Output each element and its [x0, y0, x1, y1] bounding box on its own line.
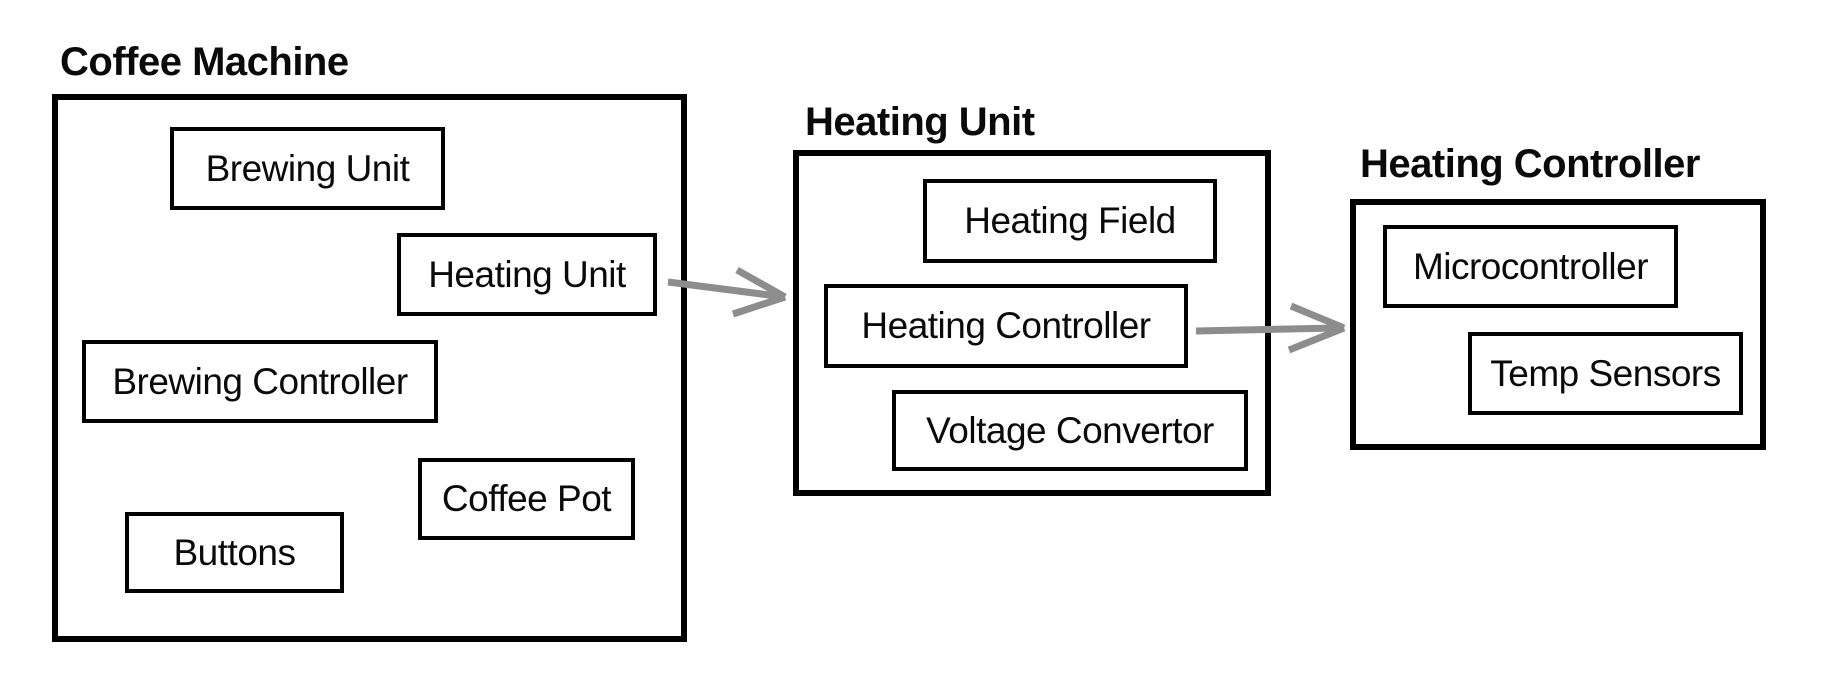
box-heating-unit: Heating Unit [397, 233, 657, 316]
box-buttons-label: Buttons [173, 531, 296, 573]
box-microcontroller: Microcontroller [1383, 225, 1678, 308]
box-microcontroller-label: Microcontroller [1412, 245, 1649, 287]
box-brewing-controller-label: Brewing Controller [112, 360, 408, 402]
coffee-machine-container [52, 94, 687, 642]
arrow-heating-unit-head [731, 266, 787, 318]
arrow-heating-controller-head [1287, 302, 1346, 354]
box-heating-field-label: Heating Field [964, 200, 1176, 241]
box-brewing-controller: Brewing Controller [82, 340, 438, 423]
box-heating-field: Heating Field [923, 179, 1217, 263]
box-buttons: Buttons [125, 512, 344, 593]
box-brewing-unit-label: Brewing Unit [205, 147, 410, 189]
box-temp-sensors: Temp Sensors [1468, 332, 1743, 415]
heating-controller-title: Heating Controller [1360, 142, 1700, 186]
heating-controller-container [1350, 199, 1766, 450]
box-brewing-unit: Brewing Unit [170, 127, 445, 210]
box-voltage-convertor-label: Voltage Convertor [926, 409, 1214, 451]
heating-unit-title: Heating Unit [805, 100, 1035, 144]
box-temp-sensors-label: Temp Sensors [1490, 352, 1721, 394]
box-coffee-pot: Coffee Pot [418, 458, 635, 540]
box-heating-unit-label: Heating Unit [428, 253, 626, 295]
box-voltage-convertor: Voltage Convertor [892, 390, 1248, 471]
coffee-machine-title: Coffee Machine [60, 40, 349, 84]
box-heating-controller-label: Heating Controller [861, 305, 1151, 346]
box-heating-controller: Heating Controller [824, 284, 1188, 368]
heating-unit-container [793, 150, 1271, 496]
box-coffee-pot-label: Coffee Pot [441, 478, 612, 519]
